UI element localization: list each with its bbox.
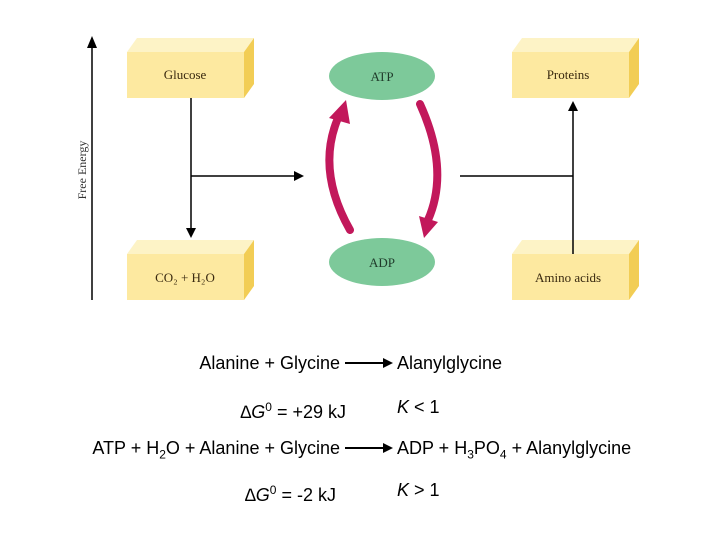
reaction2-k: K > 1 [397,479,440,501]
reaction2-arrow [345,443,393,453]
delta-g-value: = +29 kJ [271,402,346,422]
products-part-a: ADP + H [397,438,468,458]
proteins-box: Proteins [512,38,639,98]
adp-label: ADP [369,255,395,270]
delta-g-value: = -2 kJ [276,485,336,505]
reaction1-product: Alanylglycine [397,353,503,373]
k-value: < 1 [409,397,440,417]
reaction1-delta-g: ∆G0 = +29 kJ [240,396,346,423]
delta-g-symbol: ∆G [244,485,270,505]
products-subscript-2: 4 [499,447,507,462]
catabolism-arrows [186,98,304,238]
free-energy-axis [87,36,97,300]
delta-g-superscript: 0 [265,400,272,414]
k-value: > 1 [409,480,440,500]
cycle-arrow-left [325,100,354,234]
k-symbol: K [397,397,410,417]
reaction1-arrow [345,358,393,368]
reactants-part-b: O + Alanine + Glycine [165,438,340,458]
reactants-subscript: 2 [159,447,166,462]
reaction2-delta-g: ∆G0 = -2 kJ [245,479,336,506]
products-part-c: + Alanylglycine [506,438,632,458]
glucose-box: Glucose [127,38,254,98]
reaction2-products: ADP + H3PO4 + Alanylglycine [397,437,631,466]
delta-g-superscript: 0 [269,483,277,497]
reaction1-k: K < 1 [397,396,440,418]
delta-g-symbol: ∆G [240,402,266,422]
amino-acids-box: Amino acids [512,240,639,300]
atp-oval: ATP [329,52,435,100]
reactants-part-a: ATP + H [92,438,160,458]
reaction1-reactants: Alanine + Glycine [199,353,340,373]
k-symbol: K [397,480,410,500]
reaction2-reactants: ATP + H2O + Alanine + Glycine [92,437,340,466]
glucose-label: Glucose [164,67,207,82]
atp-label: ATP [370,69,393,84]
co2-h2o-label: CO₂ + H₂O [155,270,215,285]
cycle-arrow-right [416,100,442,238]
axis-label: Free Energy [75,141,89,200]
anabolism-arrows [460,101,578,254]
amino-acids-label: Amino acids [535,270,601,285]
products-subscript-1: 3 [467,447,474,462]
adp-oval: ADP [329,238,435,286]
co2-h2o-box: CO₂ + H₂O [127,240,254,300]
products-part-b: PO [473,438,500,458]
proteins-label: Proteins [547,67,590,82]
energy-coupling-diagram: Free Energy Glucose CO₂ + H₂O Proteins A… [75,36,639,300]
